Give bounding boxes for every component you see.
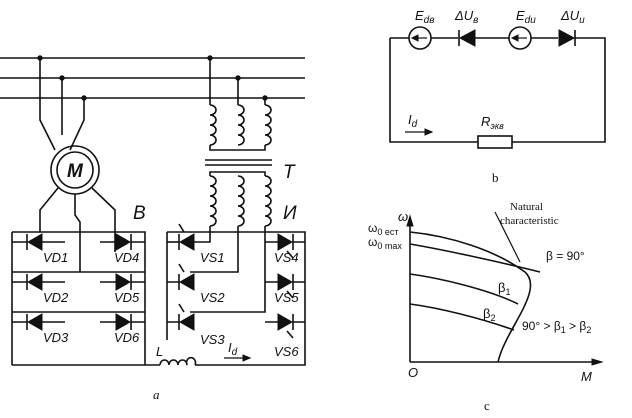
transformer [205,58,272,227]
inductor [159,356,197,366]
label-w0-max: ω0 max [368,235,402,251]
diode-vd3 [12,313,65,331]
diode-vd2 [12,273,65,291]
diode-vd6 [100,313,145,331]
label-duv: ΔUв [454,8,478,26]
label-beta-2: β2 [483,306,496,323]
natural-label-1: Natural [510,201,543,213]
label-vs4: VS4 [274,250,299,265]
thyristor-vs3 [167,303,195,331]
label-beta-1: β1 [498,280,511,297]
label-vd5: VD5 [114,290,140,305]
label-vd4: VD4 [114,250,139,265]
diode-vd4 [100,233,145,251]
label-inequality: 90° > β1 > β2 [522,319,591,335]
motor-inner [56,151,94,189]
motor-label: M [67,161,84,182]
y-axis-label: ω [398,209,408,224]
label-vs5: VS5 [274,290,299,305]
label-vs2: VS2 [200,290,225,305]
natural-label-2: characteristic [500,215,559,227]
inductor-label: L [156,344,163,359]
thyristor-vs6 [265,313,305,339]
diagram-c: ω ω0 ест ω0 max Natural characteristic β… [368,201,604,413]
caption-c: c [484,398,490,413]
inverter-label: И [283,203,297,224]
diagram-a: M T B И [0,55,306,402]
label-edi: Edи [516,8,536,26]
label-vd2: VD2 [43,290,69,305]
source-edi [508,26,532,50]
curve-beta-1 [409,273,519,305]
thyristor-vs5 [265,273,305,299]
diode-dui [558,29,576,47]
source-edv [408,26,432,50]
natural-characteristic-curve [409,231,532,363]
rectifier-label: B [133,203,146,224]
diode-vd1 [12,233,65,251]
curve-beta-90 [409,243,541,273]
diode-duv [458,29,476,47]
thyristor-vs2 [167,263,195,291]
label-vd1: VD1 [43,250,68,265]
caption-a: a [153,387,160,402]
curve-beta-2 [409,303,515,331]
thyristor-vs4 [265,233,305,259]
label-vs6: VS6 [274,344,299,359]
label-dui: ΔUи [560,8,585,26]
label-vd6: VD6 [114,330,140,345]
x-axis-label: M [581,369,592,384]
label-beta-90: β = 90° [546,249,585,263]
label-w0-est: ω0 ест [368,221,399,237]
label-vs3: VS3 [200,332,225,347]
current-label-b: Id [408,112,418,130]
current-label-a: Id [228,340,238,358]
thyristor-vs1 [167,223,195,251]
transformer-label: T [283,162,296,183]
label-vd3: VD3 [43,330,69,345]
diode-vd5 [100,273,145,291]
label-edv: Edв [415,8,434,26]
caption-b: b [492,170,499,185]
resistor-req [477,135,513,149]
label-vs1: VS1 [200,250,225,265]
diagram-b: Edв ΔUв Edи ΔUи Id Rэкв b [389,8,606,185]
origin-label: O [408,365,418,380]
resistor-label: Rэкв [481,114,504,131]
